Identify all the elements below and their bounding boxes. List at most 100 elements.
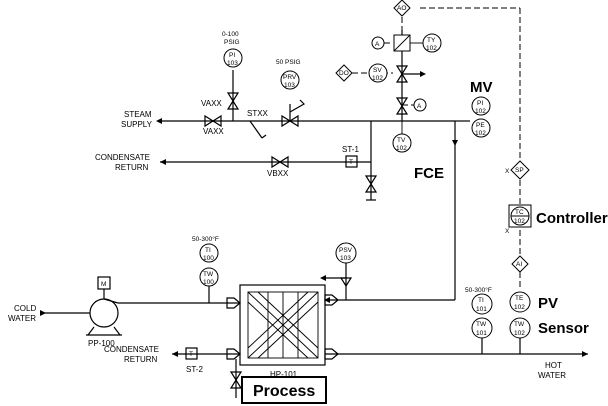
stxx-strainer[interactable] — [249, 120, 267, 139]
st1-steam-trap[interactable] — [345, 155, 358, 168]
stxx-label: STXX — [247, 109, 269, 118]
controller-callout: Controller — [536, 210, 608, 227]
tc102-controller[interactable]: TC 102 — [508, 204, 532, 228]
st2-steam-trap[interactable] — [185, 347, 198, 360]
hot-water-arrow — [582, 351, 588, 357]
sensor-callout: Sensor — [538, 320, 589, 337]
svg-text:101: 101 — [476, 306, 487, 313]
pi103-indicator[interactable]: PI 103 — [223, 48, 243, 68]
ao-signal: AO — [393, 0, 411, 17]
pp100-pump[interactable] — [86, 289, 122, 336]
svg-text:100: 100 — [203, 255, 214, 262]
cold-water-label-1: COLD — [14, 304, 36, 313]
fce-callout: FCE — [414, 165, 444, 182]
svg-text:102: 102 — [475, 108, 486, 115]
svg-text:TI: TI — [478, 297, 484, 304]
tv102-control-valve[interactable] — [395, 65, 426, 83]
hot-outlet-nozzle — [324, 348, 339, 360]
drain-valve-2[interactable] — [229, 359, 243, 398]
motor-label: M — [101, 281, 106, 288]
st1-trap-letter: T — [349, 159, 353, 166]
svg-text:100: 100 — [203, 279, 214, 286]
process-callout-box — [241, 376, 327, 404]
drain-valve-1[interactable] — [364, 175, 378, 201]
sp-signal: SP — [510, 160, 530, 180]
condensate-arrow-1 — [160, 159, 166, 165]
vbxx-label: VBXX — [267, 169, 289, 178]
svg-text:TW: TW — [514, 321, 525, 328]
hp101-heat-exchanger[interactable] — [239, 284, 326, 366]
prv103-valve[interactable] — [281, 99, 305, 128]
condensate-return-label-1a: CONDENSATE — [95, 153, 150, 162]
svg-text:TI: TI — [205, 247, 211, 254]
svg-text:TV: TV — [397, 137, 406, 144]
svg-text:PI: PI — [229, 52, 235, 59]
svg-text:PRV: PRV — [283, 74, 297, 81]
psv103-relief-valve[interactable] — [320, 275, 353, 288]
tv102-bubble[interactable]: TV 102 — [392, 133, 412, 153]
svg-text:A: A — [375, 41, 380, 48]
ti101-bubble[interactable]: TI 101 — [471, 293, 493, 315]
pump-motor — [97, 276, 111, 290]
pi102-bubble[interactable]: PI 102 — [471, 96, 491, 116]
svg-text:102: 102 — [514, 330, 525, 337]
prv103-setting: 50 PSIG — [276, 59, 301, 66]
svg-text:103: 103 — [227, 60, 238, 67]
svg-text:SV: SV — [373, 67, 382, 74]
ai-signal: AI — [511, 255, 529, 273]
svg-text:102: 102 — [426, 45, 437, 52]
condensate-return-label-2a: CONDENSATE — [104, 345, 159, 354]
ti100-bubble[interactable]: TI 100 — [199, 243, 219, 263]
steam-supply-label-2: SUPPLY — [121, 120, 153, 129]
steam-supply-label-1: STEAM — [124, 110, 152, 119]
svg-text:AI: AI — [516, 261, 522, 268]
pe102-bubble[interactable]: PE 102 — [471, 118, 491, 138]
tv102-inline-valve[interactable] — [395, 97, 409, 115]
cold-water-label-2: WATER — [8, 314, 36, 323]
process-callout: Process — [253, 383, 315, 400]
vaxx-steam-valve[interactable] — [204, 114, 222, 128]
svg-text:PE: PE — [476, 122, 485, 129]
hp101-label: HP-101 — [270, 370, 298, 379]
svg-text:TC: TC — [515, 209, 524, 216]
steam-down-arrow — [452, 140, 458, 146]
sv102-bubble[interactable]: SV 102 — [368, 63, 388, 83]
svg-text:102: 102 — [372, 75, 383, 82]
svg-text:TE: TE — [515, 295, 524, 302]
tw101-bubble[interactable]: TW 101 — [471, 317, 493, 339]
ty102-converter[interactable] — [393, 34, 411, 52]
svg-text:PSV: PSV — [339, 247, 353, 254]
cold-inlet-nozzle — [226, 297, 241, 309]
ty102-bubble[interactable]: TY 102 — [422, 33, 442, 53]
cold-water-arrow — [40, 310, 46, 316]
prv103-bubble[interactable]: PRV 103 — [280, 70, 300, 90]
condensate-arrow-2 — [172, 351, 178, 357]
tw102-bubble[interactable]: TW 102 — [509, 317, 531, 339]
svg-text:TW: TW — [203, 271, 214, 278]
hot-water-label-2: WATER — [538, 371, 566, 380]
condensate-nozzle — [226, 348, 241, 360]
a-signal-2: A — [413, 98, 427, 112]
pi103-unit: PSIG — [224, 39, 240, 46]
condensate-return-label-2b: RETURN — [124, 355, 158, 364]
steam-inlet-arrow — [324, 297, 330, 303]
svg-text:102: 102 — [475, 130, 486, 137]
ti101-range: 50-300°F — [465, 286, 492, 294]
steam-flow-arrow — [156, 118, 162, 124]
x-mark-2: X — [505, 228, 510, 235]
tw100-bubble[interactable]: TW 100 — [199, 267, 219, 287]
steam-nozzle — [324, 294, 339, 306]
svg-text:SP: SP — [515, 167, 524, 174]
psv103-bubble[interactable]: PSV 103 — [335, 242, 357, 264]
svg-text:A: A — [417, 103, 422, 110]
pi103-range: 0-100 — [222, 31, 239, 38]
svg-text:AO: AO — [397, 5, 406, 12]
te102-bubble[interactable]: TE 102 — [509, 291, 531, 313]
vbxx-valve[interactable] — [271, 155, 289, 169]
vaxx-gauge-valve[interactable] — [226, 92, 240, 110]
hot-water-label-1: HOT — [545, 361, 562, 370]
svg-text:102: 102 — [514, 218, 525, 225]
ti100-range: 50-300°F — [192, 235, 219, 243]
